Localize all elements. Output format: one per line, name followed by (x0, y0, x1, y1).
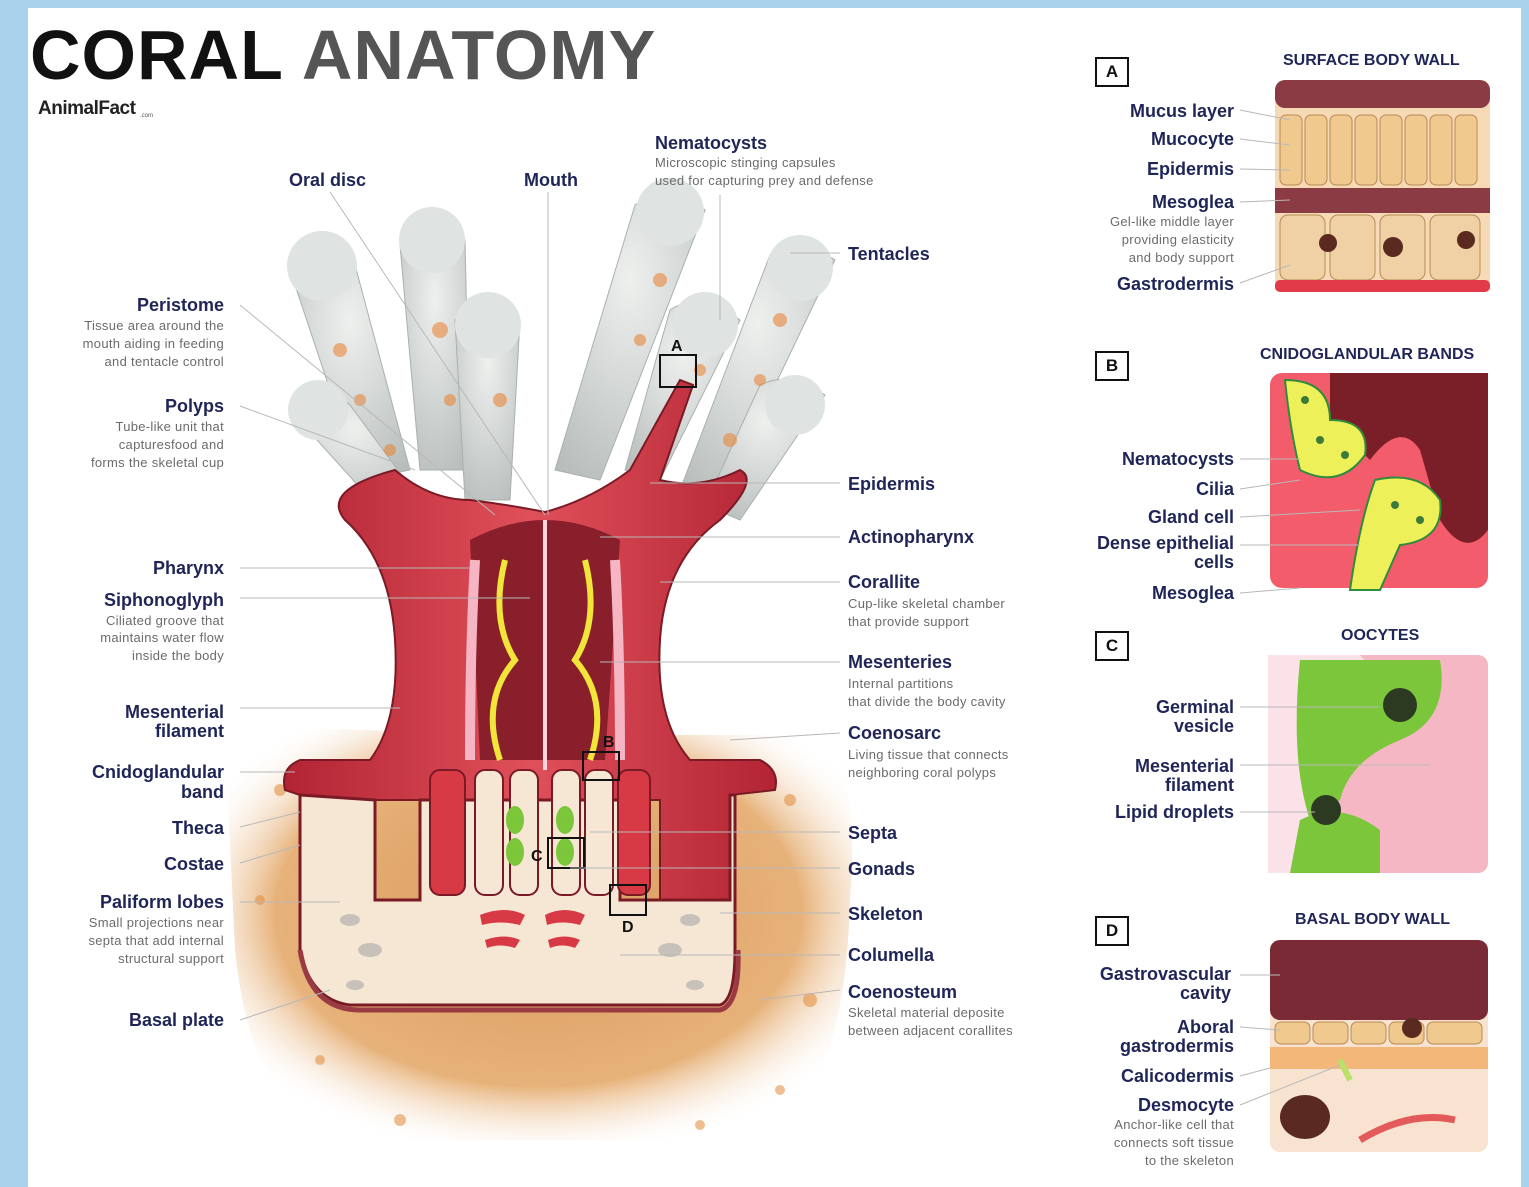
label-mesenterial-filament-1: Mesenterial (125, 702, 224, 722)
label-mesenteries: Mesenteries (848, 652, 952, 672)
tentacles (287, 178, 835, 520)
callout-b: B (603, 733, 615, 753)
desc-polyps-1: Tube-like unit that (115, 418, 224, 436)
label-tentacles: Tentacles (848, 244, 930, 264)
label-septa: Septa (848, 823, 897, 843)
label-paliform-lobes: Paliform lobes (100, 892, 224, 912)
title-word-1: CORAL (30, 16, 284, 94)
desc-siphonoglyph-1: Ciliated groove that (106, 612, 224, 630)
label-actinopharynx: Actinopharynx (848, 527, 974, 547)
callout-d: D (622, 918, 634, 938)
label-coenosarc: Coenosarc (848, 723, 941, 743)
panel-a-gastrodermis: Gastrodermis (1117, 274, 1234, 294)
brand-logo-suffix: .com (140, 113, 153, 119)
label-basal-plate: Basal plate (129, 1010, 224, 1030)
desc-mesenteries-2: that divide the body cavity (848, 693, 1006, 711)
panel-d-aboral-1: Aboral (1177, 1017, 1234, 1037)
desc-polyps-2: capturesfood and (119, 436, 224, 454)
label-mesenterial-filament-2: filament (155, 721, 224, 741)
label-peristome: Peristome (137, 295, 224, 315)
panel-a-mucus-layer: Mucus layer (1130, 101, 1234, 121)
panel-a-mesoglea-desc-3: and body support (1129, 249, 1234, 267)
panel-a-title: SURFACE BODY WALL (1283, 52, 1460, 70)
desc-coenosarc-2: neighboring coral polyps (848, 764, 996, 782)
label-pharynx: Pharynx (153, 558, 224, 578)
panel-a-mucocyte: Mucocyte (1151, 129, 1234, 149)
desc-coenosteum-2: between adjacent corallites (848, 1022, 1013, 1040)
label-cnidoglandular-band-2: band (181, 782, 224, 802)
panel-d-desmocyte-desc-1: Anchor-like cell that (1114, 1116, 1234, 1134)
panel-d-gastrovascular-1: Gastrovascular (1100, 964, 1231, 984)
label-columella: Columella (848, 945, 934, 965)
callout-a: A (671, 337, 683, 357)
panel-d-title: BASAL BODY WALL (1295, 911, 1450, 929)
label-gonads: Gonads (848, 859, 915, 879)
label-nematocysts: Nematocysts (655, 133, 767, 153)
panel-d-desmocyte: Desmocyte (1138, 1095, 1234, 1115)
panel-c-mesenterial-1: Mesenterial (1135, 756, 1234, 776)
label-polyps: Polyps (165, 396, 224, 416)
panel-c-letter: C (1095, 631, 1129, 661)
panel-b-nematocysts: Nematocysts (1122, 449, 1234, 469)
panel-b-dense-epithelial-2: cells (1194, 552, 1234, 572)
panel-b-dense-epithelial-1: Dense epithelial (1097, 533, 1234, 553)
panel-b-letter: B (1095, 351, 1129, 381)
label-epidermis: Epidermis (848, 474, 935, 494)
panel-a-letter: A (1095, 57, 1129, 87)
panel-b-illustration (1270, 373, 1488, 590)
desc-siphonoglyph-3: inside the body (132, 647, 224, 665)
panel-c-lipid-droplets: Lipid droplets (1115, 802, 1234, 822)
panel-c-germinal-2: vesicle (1174, 716, 1234, 736)
desc-siphonoglyph-2: maintains water flow (100, 629, 224, 647)
panel-b-cilia: Cilia (1196, 479, 1234, 499)
desc-peristome-1: Tissue area around the (84, 317, 224, 335)
callout-c: C (531, 847, 543, 867)
panel-a-mesoglea-desc-2: providing elasticity (1122, 231, 1234, 249)
brand-logo: AnimalFact (38, 98, 135, 120)
panel-c-title: OOCYTES (1341, 627, 1419, 645)
panel-d-aboral-2: gastrodermis (1120, 1036, 1234, 1056)
desc-paliform-lobes-2: septa that add internal (88, 932, 224, 950)
panel-a-mesoglea: Mesoglea (1152, 192, 1234, 212)
panel-d-gastrovascular-2: cavity (1180, 983, 1231, 1003)
label-oral-disc: Oral disc (289, 170, 366, 190)
panel-b-title: CNIDOGLANDULAR BANDS (1260, 346, 1474, 364)
desc-corallite-2: that provide support (848, 613, 969, 631)
panel-a-epidermis: Epidermis (1147, 159, 1234, 179)
panel-c-mesenterial-2: filament (1165, 775, 1234, 795)
panel-d-desmocyte-desc-3: to the skeleton (1145, 1152, 1234, 1170)
label-mouth: Mouth (524, 170, 578, 190)
panel-b-gland-cell: Gland cell (1148, 507, 1234, 527)
panel-c-germinal-1: Germinal (1156, 697, 1234, 717)
desc-coenosarc-1: Living tissue that connects (848, 746, 1009, 764)
desc-peristome-3: and tentacle control (105, 353, 224, 371)
panel-d-letter: D (1095, 916, 1129, 946)
panel-a-illustration (1275, 80, 1490, 292)
label-skeleton: Skeleton (848, 904, 923, 924)
panel-d-illustration (1270, 940, 1488, 1152)
desc-polyps-3: forms the skeletal cup (91, 454, 224, 472)
panel-a-mesoglea-desc-1: Gel-like middle layer (1110, 213, 1234, 231)
desc-corallite-1: Cup-like skeletal chamber (848, 595, 1005, 613)
desc-nematocysts-2: used for capturing prey and defense (655, 172, 874, 190)
title-word-2: ANATOMY (302, 16, 656, 94)
label-costae: Costae (164, 854, 224, 874)
label-corallite: Corallite (848, 572, 920, 592)
label-coenosteum: Coenosteum (848, 982, 957, 1002)
panel-c-illustration (1268, 655, 1488, 873)
label-cnidoglandular-band-1: Cnidoglandular (92, 762, 224, 782)
desc-paliform-lobes-3: structural support (118, 950, 224, 968)
desc-peristome-2: mouth aiding in feeding (83, 335, 224, 353)
desc-mesenteries-1: Internal partitions (848, 675, 953, 693)
label-theca: Theca (172, 818, 224, 838)
desc-nematocysts-1: Microscopic stinging capsules (655, 154, 836, 172)
desc-paliform-lobes-1: Small projections near (89, 914, 224, 932)
desc-coenosteum-1: Skeletal material deposite (848, 1004, 1005, 1022)
panel-d-desmocyte-desc-2: connects soft tissue (1114, 1134, 1234, 1152)
panel-b-mesoglea: Mesoglea (1152, 583, 1234, 603)
panel-d-calicodermis: Calicodermis (1121, 1066, 1234, 1086)
label-siphonoglyph: Siphonoglyph (104, 590, 224, 610)
